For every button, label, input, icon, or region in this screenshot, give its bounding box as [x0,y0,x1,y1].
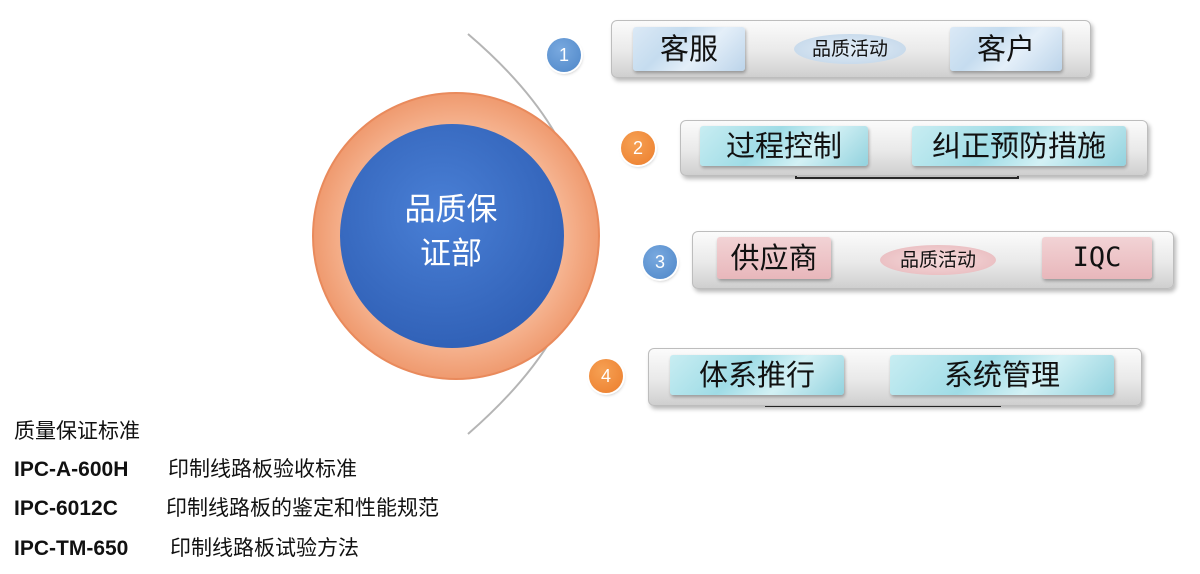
center-title-line-2: 证部 [420,236,482,272]
number-badge-1: 1 [547,38,581,72]
box-customer: 客户 [950,27,1062,71]
box-iqc: IQC [1042,237,1152,279]
standard-item-1: IPC-A-600H 印制线路板验收标准 [14,454,357,485]
standard-code: IPC-6012C [14,497,118,520]
box-corrective-preventive: 纠正预防措施 [912,126,1126,166]
number-badge-2: 2 [621,131,655,165]
oval-quality-activity-2: 品质活动 [880,245,996,275]
box-system-management: 系统管理 [890,355,1114,395]
standard-code: IPC-TM-650 [14,537,129,560]
standard-item-3: IPC-TM-650 印制线路板试验方法 [14,533,359,564]
standard-desc: 印制线路板试验方法 [170,536,359,560]
center-title-line-1: 品质保 [404,192,498,228]
standard-code: IPC-A-600H [14,458,129,481]
box-customer-service: 客服 [633,27,745,71]
number-badge-4: 4 [589,359,623,393]
box-supplier: 供应商 [717,237,831,279]
standard-desc: 印制线路板的鉴定和性能规范 [166,496,439,520]
oval-quality-activity-1: 品质活动 [794,34,906,64]
standards-heading: 质量保证标准 [14,419,140,443]
number-badge-3: 3 [643,245,677,279]
standard-desc: 印制线路板验收标准 [168,457,357,481]
box-process-control: 过程控制 [700,126,868,166]
inner-circle [340,124,564,348]
box-system-promotion: 体系推行 [670,355,844,395]
standard-item-2: IPC-6012C 印制线路板的鉴定和性能规范 [14,493,439,524]
center-title: 品质保 证部 [376,188,526,276]
